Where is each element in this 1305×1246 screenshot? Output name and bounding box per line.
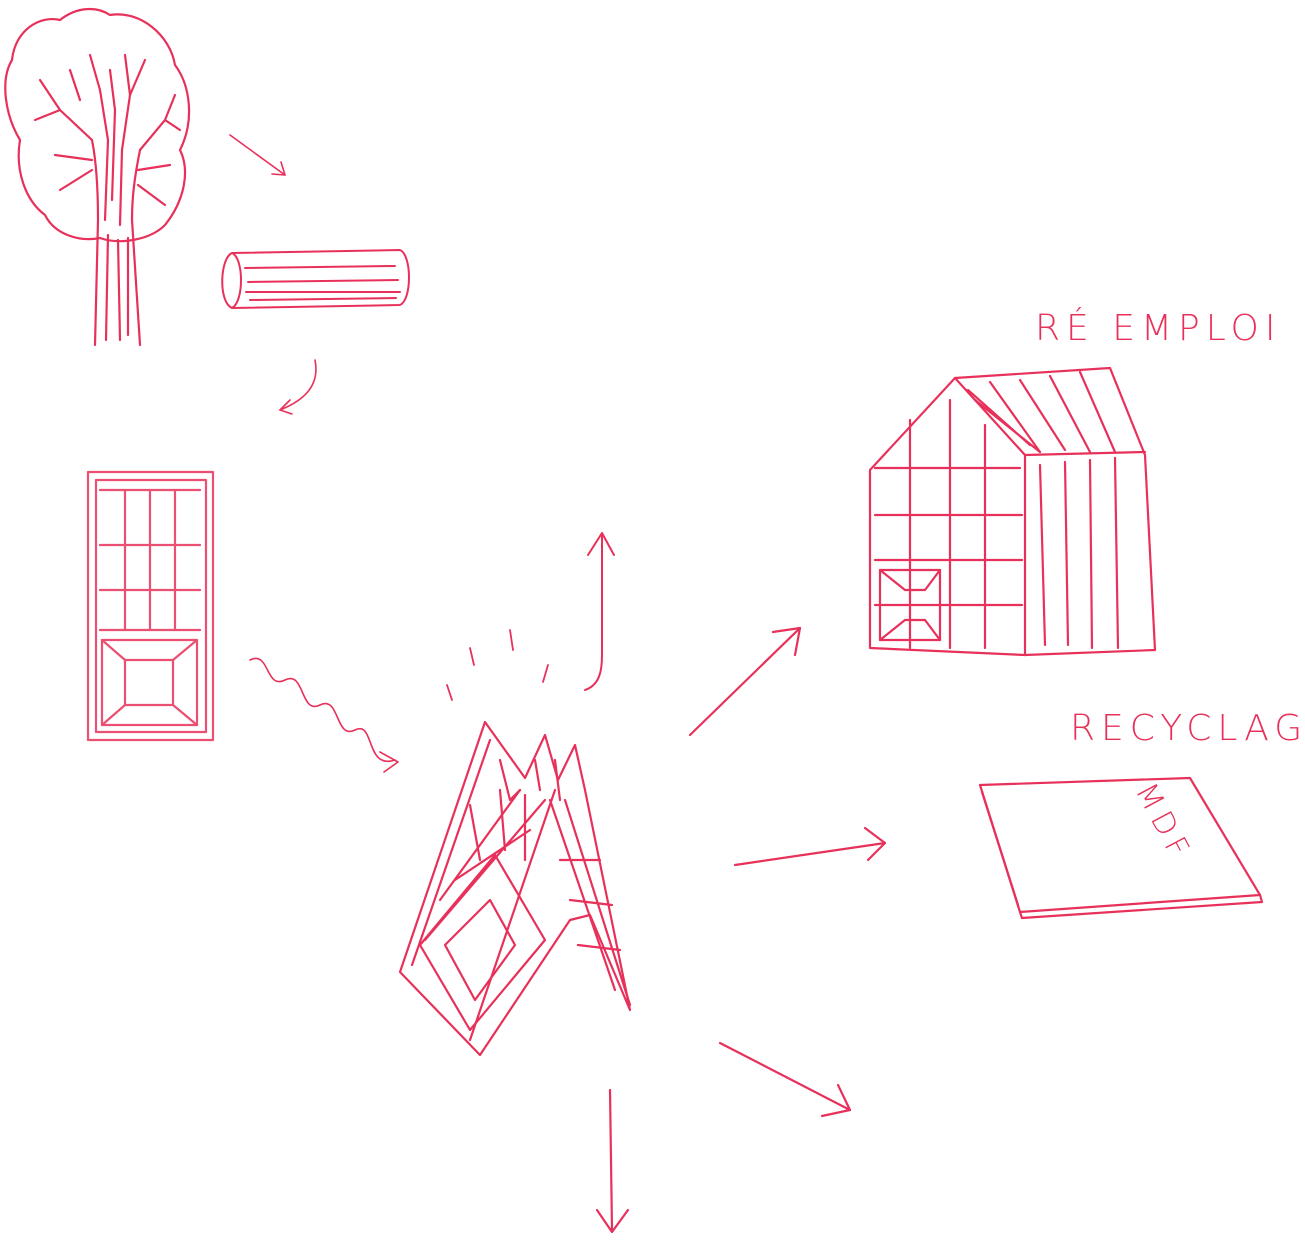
arrow-to-reuse	[688, 626, 802, 737]
arrow-window-to-dismantled	[249, 657, 399, 773]
arrow-tree-to-log	[229, 134, 286, 176]
log-icon	[221, 249, 410, 309]
arrow-log-to-window	[279, 359, 317, 415]
burst-marks	[446, 629, 549, 701]
window-icon	[86, 470, 215, 742]
arrow-up	[584, 532, 615, 691]
mdf-panel-icon	[978, 776, 1264, 920]
dismantled-window-icon	[398, 720, 632, 1057]
reused-house-icon	[868, 366, 1157, 657]
reuse-label: RÉ EMPLOI	[1035, 307, 1281, 349]
arrow-to-recycling	[733, 826, 887, 867]
arrow-down	[595, 1088, 630, 1234]
mdf-label: MDF	[1128, 777, 1198, 868]
recycling-label: RECYCLAGE	[1070, 708, 1305, 749]
tree-icon	[4, 7, 191, 347]
arrow-down-right	[718, 1041, 852, 1118]
